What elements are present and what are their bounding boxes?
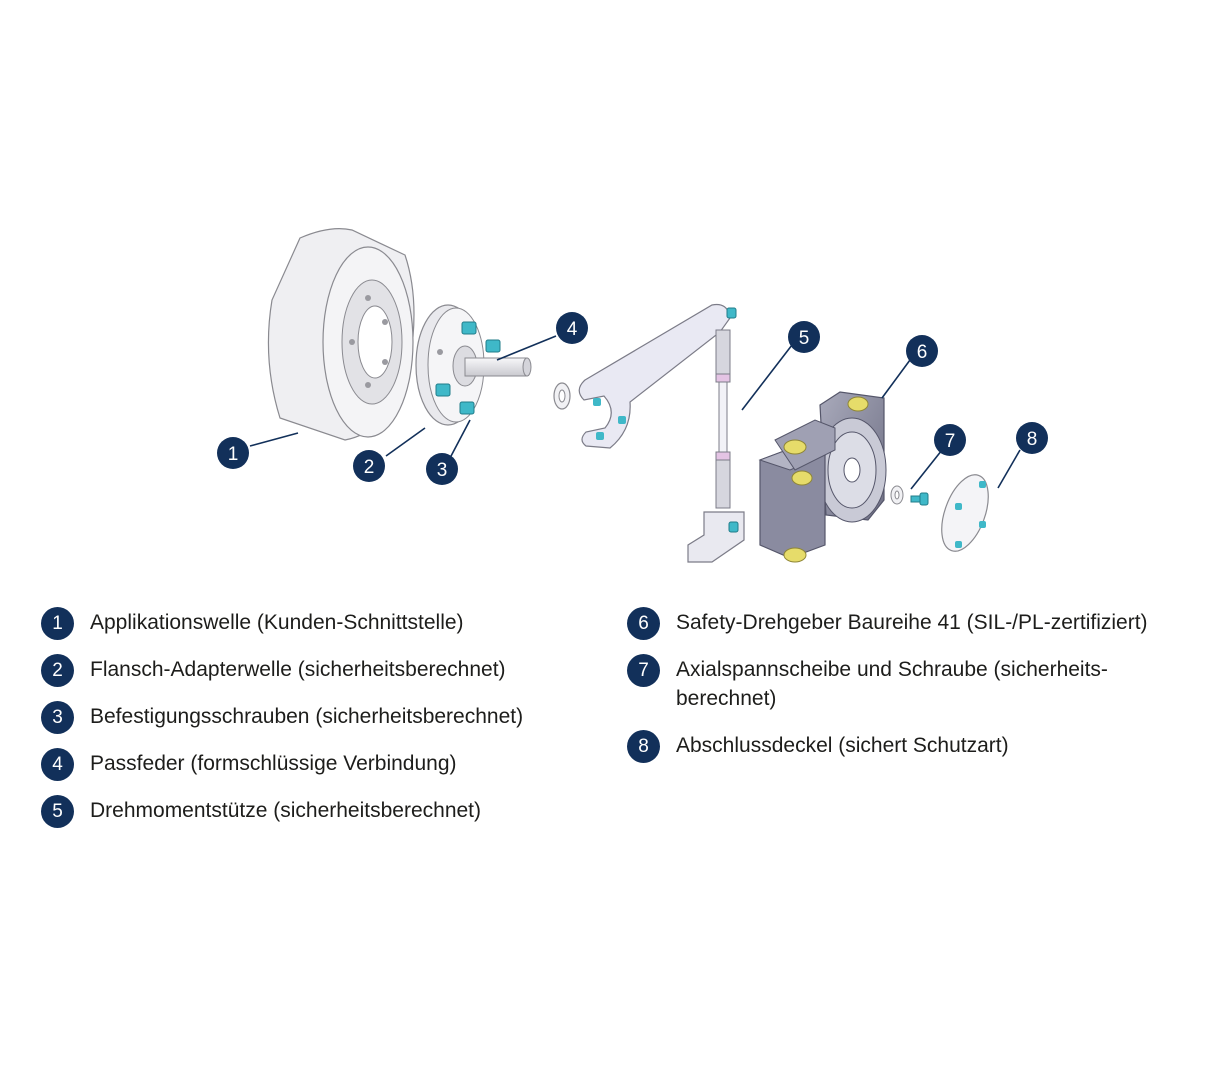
callout-6: 6 (906, 335, 938, 367)
legend-label: Abschlussdeckel (sichert Schutzart) (676, 734, 1009, 757)
legend-number-badge: 2 (41, 654, 74, 687)
legend-number-badge: 7 (627, 654, 660, 687)
legend-number-badge: 6 (627, 607, 660, 640)
callout-4: 4 (556, 312, 588, 344)
callout-5: 5 (788, 321, 820, 353)
legend-item-2: 2 Flansch-Adapterwelle (sicherheitsberec… (41, 654, 630, 687)
legend-label: Axialspannscheibe und Schraube (sicherhe… (676, 658, 1108, 710)
callout-number: 8 (1027, 429, 1038, 450)
torque-support-part (578, 303, 745, 563)
application-shaft-part (267, 228, 415, 441)
legend-number-badge: 3 (41, 701, 74, 734)
legend-item-6: 6 Safety-Drehgeber Baureihe 41 (SIL-/PL-… (627, 607, 1216, 640)
feather-key-part (553, 382, 571, 410)
legend-number-badge: 4 (41, 748, 74, 781)
legend-label: Befestigungsschrauben (sicherheitsberech… (90, 705, 524, 728)
legend-label: Flansch-Adapterwelle (sicherheitsberechn… (90, 658, 506, 681)
leader-lines (249, 335, 1021, 490)
legend-item-8: 8 Abschlussdeckel (sichert Schutzart) (627, 730, 1216, 763)
legend-item-1: 1 Applikationswelle (Kunden-Schnittstell… (41, 607, 630, 640)
exploded-assembly-diagram: 1 2 3 4 5 6 7 8 (217, 228, 1048, 563)
legend-label: Drehmomentstütze (sicherheitsberechnet) (90, 799, 482, 822)
safety-encoder-part (758, 391, 887, 563)
callout-number: 6 (917, 342, 928, 363)
axial-washer-and-screw-part (890, 485, 929, 506)
end-cover-part (941, 474, 989, 552)
callout-number: 1 (228, 444, 239, 465)
callout-1: 1 (217, 437, 249, 469)
callout-number: 7 (945, 431, 956, 452)
legend-item-3: 3 Befestigungsschrauben (sicherheitsbere… (41, 701, 630, 734)
legend-number-badge: 8 (627, 730, 660, 763)
legend-item-4: 4 Passfeder (formschlüssige Verbindung) (41, 748, 630, 781)
callout-3: 3 (426, 453, 458, 485)
legend-label: Passfeder (formschlüssige Verbindung) (90, 752, 457, 775)
callout-number: 2 (364, 457, 375, 478)
fastening-screws-part (435, 321, 501, 415)
callout-number: 3 (437, 460, 448, 481)
legend-item-7: 7 Axialspannscheibe und Schraube (sicher… (627, 654, 1216, 713)
callout-7: 7 (934, 424, 966, 456)
callout-number: 5 (799, 328, 810, 349)
legend-number-badge: 5 (41, 795, 74, 828)
legend-number-badge: 1 (41, 607, 74, 640)
callout-2: 2 (353, 450, 385, 482)
legend-label: Applikationswelle (Kunden-Schnittstelle) (90, 611, 464, 634)
legend-label: Safety-Drehgeber Baureihe 41 (SIL-/PL-ze… (676, 611, 1148, 634)
legend-item-5: 5 Drehmomentstütze (sicherheitsberechnet… (41, 795, 630, 828)
callout-8: 8 (1016, 422, 1048, 454)
callout-number: 4 (567, 319, 578, 340)
